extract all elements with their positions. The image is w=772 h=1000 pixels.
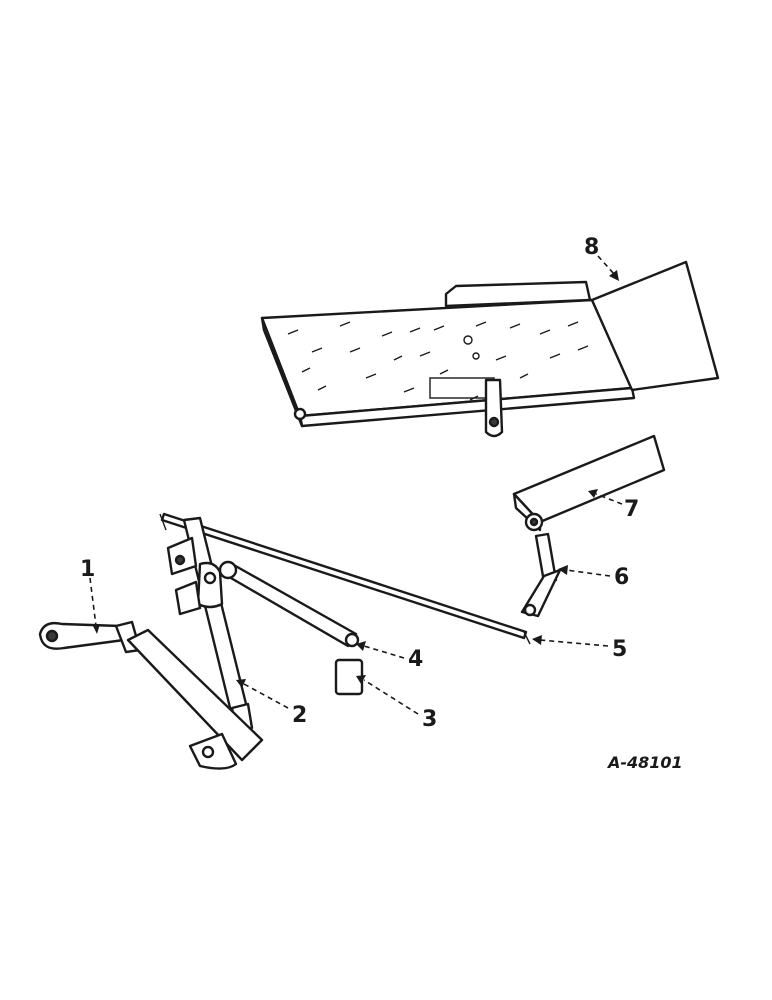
- leader-lines: [89, 255, 623, 715]
- part-1-lever: [38, 620, 264, 770]
- callout-2: 2: [292, 703, 307, 728]
- callout-3: 3: [422, 707, 437, 732]
- part-6-shaft: [520, 532, 562, 618]
- part-8-platform: [260, 260, 720, 438]
- callout-1: 1: [80, 557, 95, 582]
- callout-5: 5: [612, 637, 627, 662]
- callout-7: 7: [624, 497, 639, 522]
- callout-6: 6: [614, 565, 629, 590]
- part-7-pedal: [512, 434, 666, 532]
- callout-4: 4: [408, 647, 423, 672]
- part-2-linkage: [166, 516, 254, 734]
- callout-8: 8: [584, 235, 599, 260]
- drawing-number: A-48101: [606, 753, 683, 772]
- part-5-rod: [159, 512, 531, 645]
